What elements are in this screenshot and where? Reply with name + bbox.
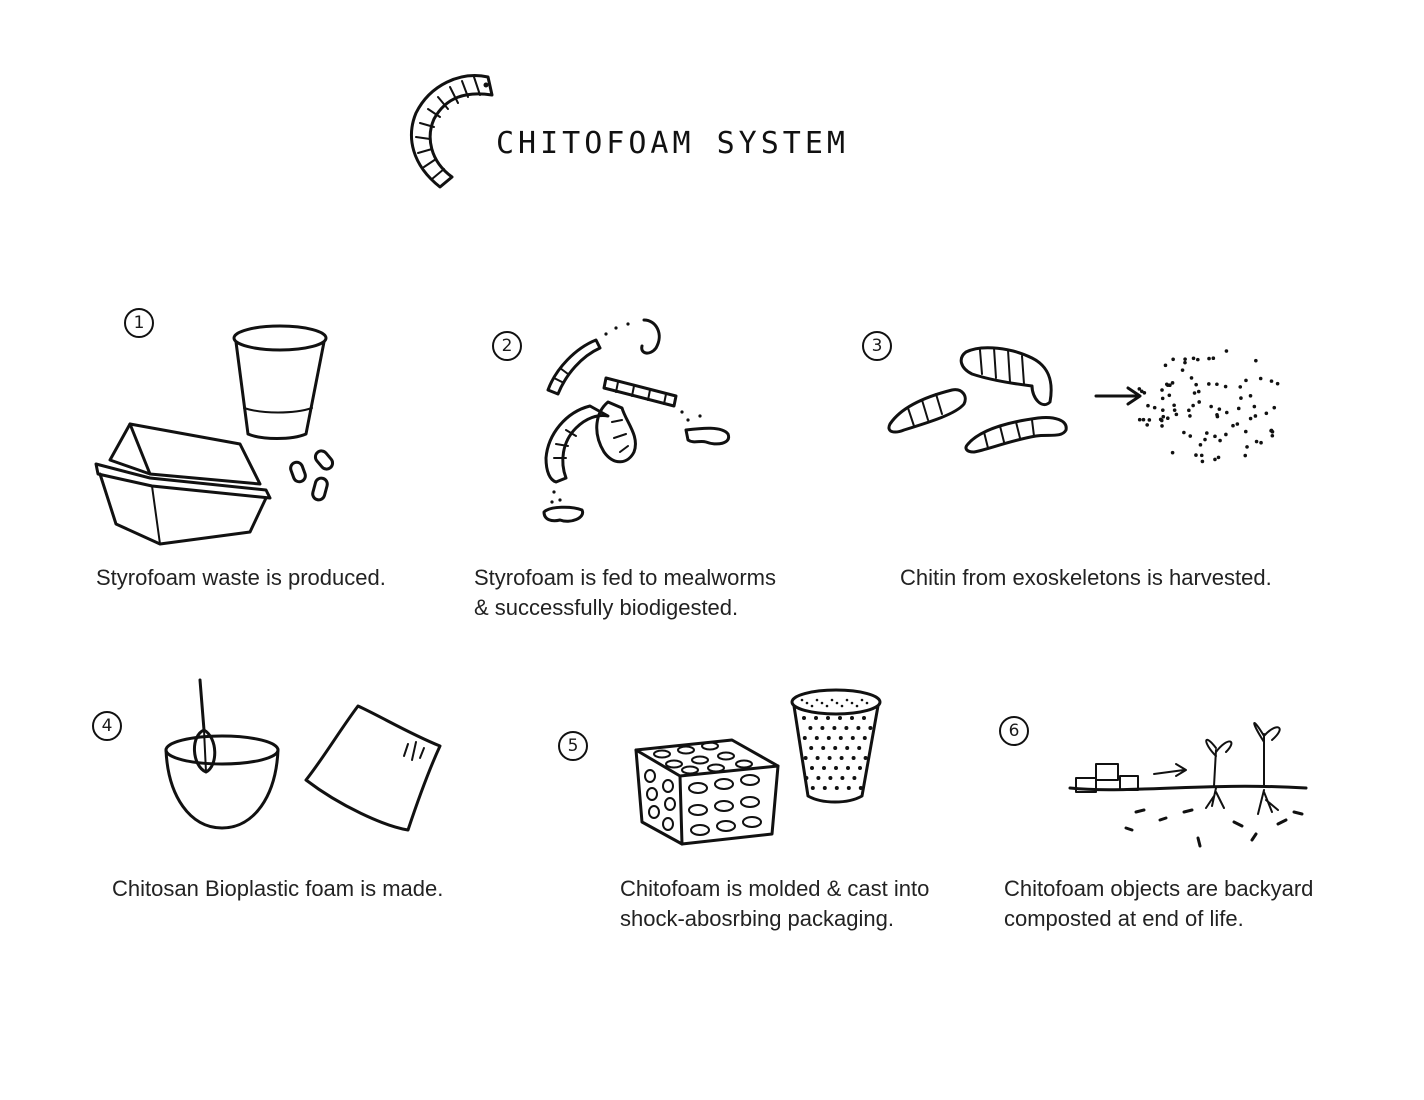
step-1-number: 1 — [124, 308, 154, 338]
foam-crumbs-icon — [289, 449, 335, 502]
step-6-caption-line-2: composted at end of life. — [1004, 906, 1244, 931]
foam-sheet-icon — [304, 704, 442, 832]
foam-cup-icon — [232, 324, 328, 440]
step-2-caption-line-1: Styrofoam is fed to mealworms — [474, 565, 776, 590]
compost-soil-sprouts-icon — [1068, 722, 1308, 848]
step-2-number: 2 — [492, 331, 522, 361]
arrow-icon — [1094, 386, 1142, 406]
step-3-caption-line-1: Chitin from exoskeletons is harvested. — [900, 565, 1272, 590]
foam-block-icon — [634, 738, 780, 846]
chitin-powder-icon — [1137, 349, 1280, 464]
mealworms-eating-icon — [542, 318, 731, 523]
step-4-number: 4 — [92, 711, 122, 741]
step-6-number: 6 — [999, 716, 1029, 746]
clamshell-container-icon — [94, 422, 272, 546]
foam-cup-packaging-icon — [790, 688, 882, 804]
mealworm-icon — [409, 74, 494, 189]
step-5-caption-line-2: shock-abosrbing packaging. — [620, 906, 894, 931]
mealworm-exoskeletons-icon — [887, 346, 1068, 454]
step-5-caption-line-1: Chitofoam is molded & cast into — [620, 876, 930, 901]
page-title: CHITOFOAM SYSTEM — [496, 126, 849, 161]
step-1-caption-line-1: Styrofoam waste is produced. — [96, 565, 386, 590]
step-2-caption-line-2: & successfully biodigested. — [474, 595, 739, 620]
step-5-number: 5 — [558, 731, 588, 761]
mixing-bowl-whisk-icon — [164, 678, 280, 830]
step-3-number: 3 — [862, 331, 892, 361]
step-6-caption-line-1: Chitofoam objects are backyard — [1004, 876, 1314, 901]
step-4-caption-line-1: Chitosan Bioplastic foam is made. — [112, 876, 444, 901]
